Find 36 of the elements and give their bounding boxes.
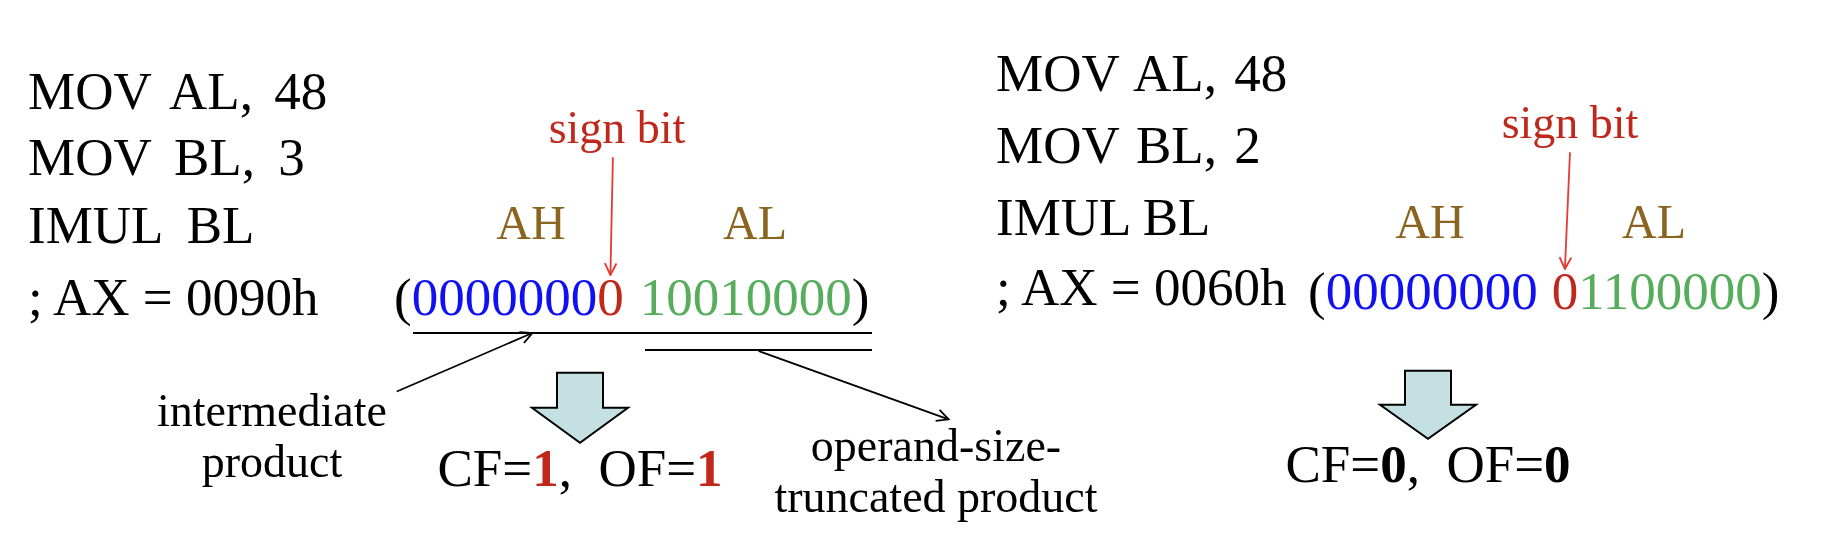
code-line: IMUL BL	[996, 188, 1211, 247]
code-line: MOV BL, 2	[996, 116, 1261, 175]
bit-string: 1100000	[1578, 262, 1762, 321]
register-label: AH	[496, 196, 566, 250]
block-arrow	[1376, 369, 1480, 441]
closing-parenthesis: )	[851, 268, 870, 327]
register-label: AH	[1395, 195, 1465, 249]
bit-string: 10010000	[639, 268, 852, 327]
arrow	[603, 156, 618, 276]
closing-parenthesis: )	[1761, 262, 1780, 321]
code-line: ; AX = 0090h	[28, 268, 319, 327]
code-line: ; AX = 0060h	[996, 258, 1287, 317]
flag-result: CF=0, OF=0	[1285, 434, 1571, 494]
annotation-label: sign bit	[1501, 97, 1639, 149]
register-label: AL	[1622, 195, 1686, 249]
register-label: AL	[723, 196, 787, 250]
block-arrow	[528, 371, 632, 445]
sign-bit-digit: 0	[1551, 262, 1579, 321]
annotation-label: sign bit	[548, 102, 686, 154]
arrow	[1558, 151, 1573, 270]
code-line: IMUL BL	[28, 196, 255, 255]
code-line: MOV BL, 3	[28, 128, 305, 187]
annotation-label: intermediate product	[142, 386, 402, 488]
bit-string: 00000000	[1325, 262, 1538, 321]
opening-parenthesis: (	[394, 268, 412, 327]
leader-line	[395, 331, 534, 393]
leader-line	[757, 350, 950, 422]
underline-bar	[645, 349, 872, 351]
annotation-label: operand-size-truncated product	[726, 421, 1146, 523]
code-line: MOV AL, 48	[996, 44, 1288, 103]
sign-bit-digit: 0	[597, 268, 624, 327]
bit-string: 0000000	[411, 268, 598, 327]
flag-result: CF=1, OF=1	[437, 438, 723, 498]
opening-parenthesis: (	[1308, 262, 1326, 321]
code-line: MOV AL, 48	[28, 62, 328, 121]
underline-bar	[413, 332, 872, 334]
